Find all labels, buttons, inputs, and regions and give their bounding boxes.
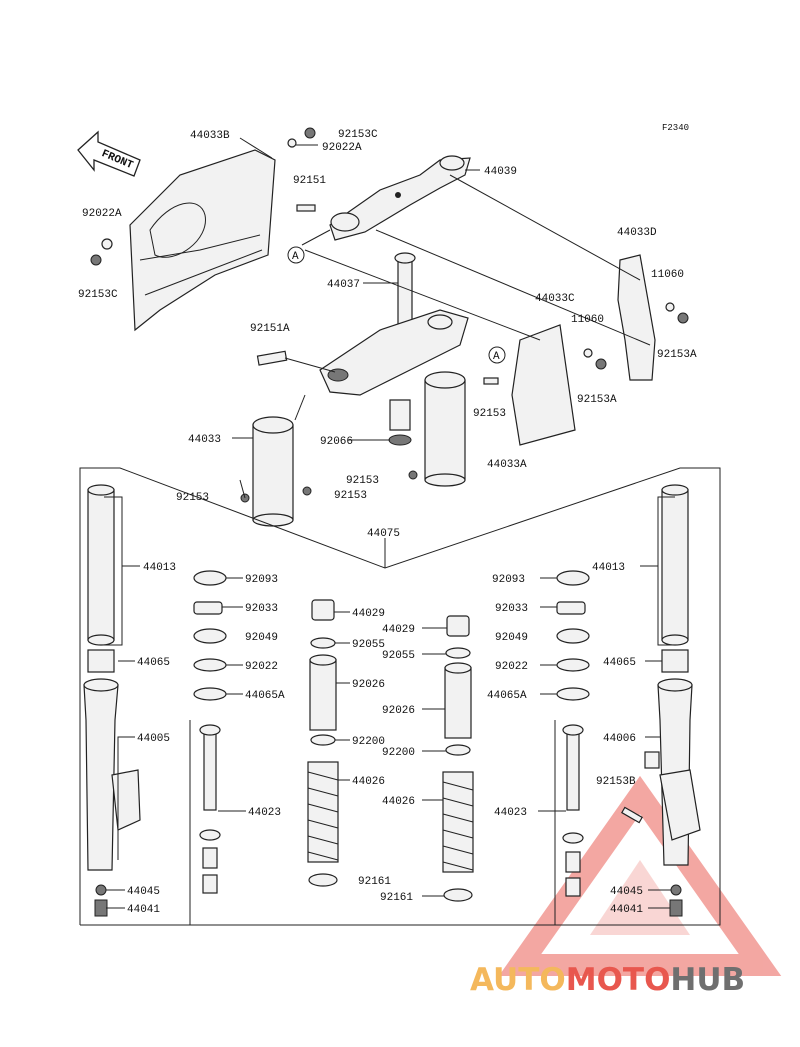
- label-44065A-r: 44065A: [487, 690, 527, 702]
- label-44041-l: 44041: [127, 904, 160, 916]
- label-92151A: 92151A: [250, 323, 290, 335]
- leader-lines-lower: [104, 496, 675, 925]
- label-44033C: 44033C: [535, 293, 575, 305]
- label-44013-l: 44013: [143, 562, 176, 574]
- label-44029-a: 44029: [352, 608, 385, 620]
- label-44023-l: 44023: [248, 807, 281, 819]
- label-44075: 44075: [367, 528, 400, 540]
- label-44033A: 44033A: [487, 459, 527, 471]
- watermark-part-moto: MOTO: [565, 962, 671, 998]
- label-44005: 44005: [137, 733, 170, 745]
- label-92161-a: 92161: [358, 876, 391, 888]
- steering-stem-44037: [256, 252, 469, 446]
- label-92200-b: 92200: [382, 747, 415, 759]
- label-92153-e: 92153: [334, 490, 367, 502]
- label-92153-c: 92153: [346, 475, 379, 487]
- label-92153-mid: 92153: [473, 408, 506, 420]
- label-92022A-left: 92022A: [82, 208, 122, 220]
- label-44023-r: 44023: [494, 807, 527, 819]
- watermark-part-hub: HUB: [670, 962, 746, 998]
- fork-tube-upper-left: [252, 416, 294, 527]
- label-92049-l: 92049: [245, 632, 278, 644]
- fork-assembly-frame: [79, 467, 721, 926]
- label-92153A-b: 92153A: [577, 394, 617, 406]
- fork-tube-upper-right: [424, 371, 466, 487]
- label-92200-a: 92200: [352, 736, 385, 748]
- label-44041-r: 44041: [610, 904, 643, 916]
- label-92161-b: 92161: [380, 892, 413, 904]
- right-fork-outer: [621, 484, 701, 917]
- ref-mark-a1: A: [292, 251, 299, 263]
- label-44045-r: 44045: [610, 886, 643, 898]
- label-92066: 92066: [320, 436, 353, 448]
- cover-44033D: [617, 254, 656, 381]
- label-44039: 44039: [484, 166, 517, 178]
- damper-column-a: [307, 599, 339, 887]
- figure-code: F2340: [662, 123, 689, 133]
- inner-cover-44033B: [129, 149, 276, 332]
- label-92055-a: 92055: [352, 639, 385, 651]
- ref-mark-a2: A: [493, 351, 500, 363]
- damper-column-b: [442, 615, 474, 902]
- label-44065-l: 44065: [137, 657, 170, 669]
- label-92026-a: 92026: [352, 679, 385, 691]
- label-44033: 44033: [188, 434, 221, 446]
- watermark-part-auto: AUTO: [470, 962, 566, 998]
- label-92153C-left: 92153C: [78, 289, 118, 301]
- label-92022-l: 92022: [245, 661, 278, 673]
- label-44013-r: 44013: [592, 562, 625, 574]
- label-92153B: 92153B: [596, 776, 636, 788]
- label-11060-a: 11060: [651, 269, 684, 281]
- label-92151: 92151: [293, 175, 326, 187]
- label-92033-r: 92033: [495, 603, 528, 615]
- watermark-logo: AUTOMOTOHUB: [470, 962, 800, 1002]
- left-seal-stack: [193, 570, 227, 894]
- front-arrow: FRONT: [77, 130, 141, 177]
- upper-bracket-44039: [329, 155, 471, 241]
- label-44026-a: 44026: [352, 776, 385, 788]
- label-44065-r: 44065: [603, 657, 636, 669]
- label-44065A-l: 44065A: [245, 690, 285, 702]
- label-92153A-a: 92153A: [657, 349, 697, 361]
- label-44033B: 44033B: [190, 130, 230, 142]
- label-44026-b: 44026: [382, 796, 415, 808]
- label-92022-r: 92022: [495, 661, 528, 673]
- label-44006: 44006: [603, 733, 636, 745]
- label-92093-r: 92093: [492, 574, 525, 586]
- label-92033-l: 92033: [245, 603, 278, 615]
- label-92093-l: 92093: [245, 574, 278, 586]
- left-fork-outer: [83, 484, 141, 917]
- bolts-upper: [90, 127, 689, 503]
- label-92026-b: 92026: [382, 705, 415, 717]
- label-92049-r: 92049: [495, 632, 528, 644]
- cover-44033C: [511, 324, 576, 446]
- ref-marks: A A: [287, 246, 506, 364]
- label-44029-b: 44029: [382, 624, 415, 636]
- label-11060-b: 11060: [571, 314, 604, 326]
- leader-lines-upper: [232, 137, 651, 499]
- label-92153C-top: 92153C: [338, 129, 378, 141]
- label-44037: 44037: [327, 279, 360, 291]
- right-seal-stack: [556, 570, 590, 897]
- label-44045-l: 44045: [127, 886, 160, 898]
- label-92153-d: 92153: [176, 492, 209, 504]
- part-labels: F2340 44033B 92153C 92022A 44039 92151 9…: [78, 123, 697, 916]
- label-92022A-top: 92022A: [322, 142, 362, 154]
- label-44033D: 44033D: [617, 227, 657, 239]
- label-92055-b: 92055: [382, 650, 415, 662]
